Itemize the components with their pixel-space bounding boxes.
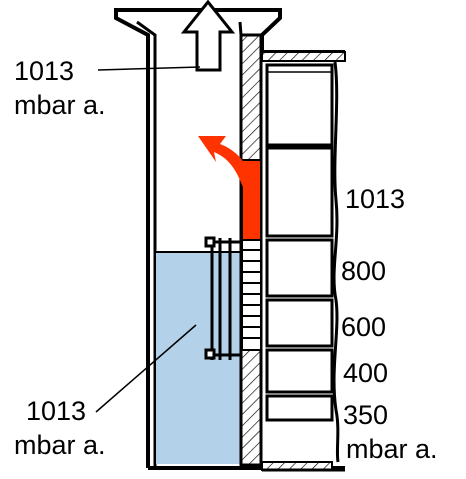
level-label-400: 400 bbox=[343, 358, 389, 388]
bottom-left-pressure-value: 1013 bbox=[26, 396, 87, 426]
exhaust-arrow-icon bbox=[180, 0, 236, 72]
level-label-800: 800 bbox=[341, 256, 387, 286]
top-left-pressure-value: 1013 bbox=[14, 56, 75, 86]
leader-line-bottom bbox=[95, 324, 197, 413]
level-label-600: 600 bbox=[341, 312, 387, 342]
wall-openings bbox=[241, 239, 262, 351]
top-rim-hatch bbox=[261, 51, 346, 62]
liquid-fill bbox=[156, 252, 240, 464]
level-label-350: 350 bbox=[343, 400, 389, 430]
bottom-left-pressure-unit: mbar a. bbox=[14, 430, 106, 460]
gas-flow-arrow-icon bbox=[198, 136, 252, 190]
leader-line-top bbox=[97, 66, 201, 71]
cabinet-break-edge bbox=[332, 61, 340, 463]
float-mechanism bbox=[204, 236, 241, 360]
right-pressure-unit: mbar a. bbox=[346, 434, 438, 464]
pressure-compartments bbox=[265, 63, 334, 422]
level-label-1013: 1013 bbox=[345, 184, 406, 214]
vessel-inner-wall bbox=[136, 20, 243, 468]
top-left-pressure-unit: mbar a. bbox=[14, 90, 106, 120]
